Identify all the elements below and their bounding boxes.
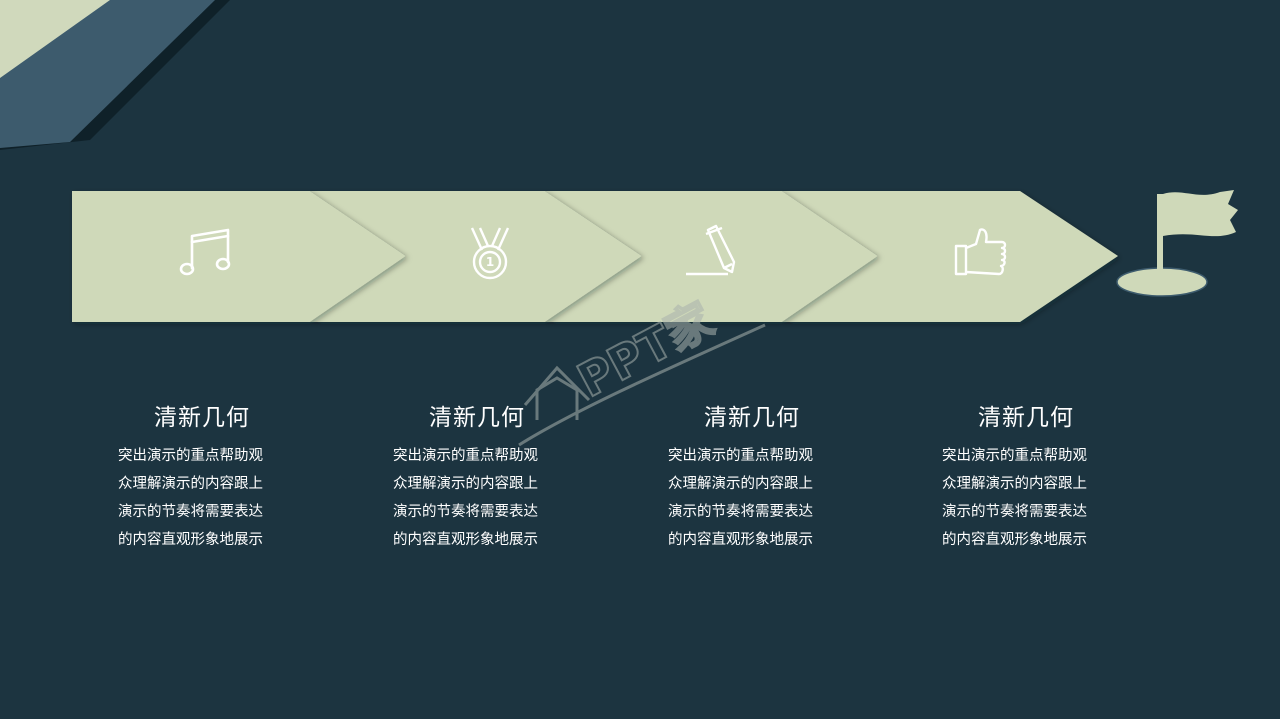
music-note-icon [179,228,231,276]
description-line: 众理解演示的内容跟上 [118,476,263,492]
column-description: 突出演示的重点帮助观 众理解演示的内容跟上 演示的节奏将需要表达 的内容直观形象… [652,442,843,554]
column-description: 突出演示的重点帮助观 众理解演示的内容跟上 演示的节奏将需要表达 的内容直观形象… [102,442,293,554]
arrow-segment-4 [782,191,1118,322]
thumbs-up-icon [954,228,1007,276]
pencil-icon [686,224,736,276]
description-line: 突出演示的重点帮助观 [668,448,813,464]
description-line: 演示的节奏将需要表达 [942,504,1087,520]
description-line: 的内容直观形象地展示 [393,532,538,548]
description-line: 突出演示的重点帮助观 [393,448,538,464]
description-line: 的内容直观形象地展示 [668,532,813,548]
description-line: 的内容直观形象地展示 [942,532,1087,548]
arrow-segment-1 [72,191,406,322]
description-line: 众理解演示的内容跟上 [668,476,813,492]
flag-icon [1116,190,1238,297]
description-line: 突出演示的重点帮助观 [118,448,263,464]
description-line: 众理解演示的内容跟上 [393,476,538,492]
watermark-logo: PPT家 [518,291,766,447]
column-title: 清新几何 [978,405,1074,431]
medal-badge: 1 [486,255,494,269]
feature-column-1: 清新几何 突出演示的重点帮助观 众理解演示的内容跟上 演示的节奏将需要表达 的内… [102,398,302,554]
arrow-segment-3 [545,191,878,322]
feature-column-3: 清新几何 突出演示的重点帮助观 众理解演示的内容跟上 演示的节奏将需要表达 的内… [652,398,852,554]
description-line: 演示的节奏将需要表达 [668,504,813,520]
feature-column-4: 清新几何 突出演示的重点帮助观 众理解演示的内容跟上 演示的节奏将需要表达 的内… [926,398,1126,554]
column-description: 突出演示的重点帮助观 众理解演示的内容跟上 演示的节奏将需要表达 的内容直观形象… [926,442,1117,554]
description-line: 的内容直观形象地展示 [118,532,263,548]
feature-column-2: 清新几何 突出演示的重点帮助观 众理解演示的内容跟上 演示的节奏将需要表达 的内… [377,398,577,554]
column-description: 突出演示的重点帮助观 众理解演示的内容跟上 演示的节奏将需要表达 的内容直观形象… [377,442,568,554]
column-title: 清新几何 [429,405,525,431]
description-line: 演示的节奏将需要表达 [118,504,263,520]
description-line: 突出演示的重点帮助观 [942,448,1087,464]
description-line: 众理解演示的内容跟上 [942,476,1087,492]
watermark-text: PPT家 [569,292,722,408]
description-line: 演示的节奏将需要表达 [393,504,538,520]
medal-icon: 1 [470,227,510,280]
column-title: 清新几何 [704,405,800,431]
corner-decoration [0,0,230,150]
column-title: 清新几何 [154,405,250,431]
